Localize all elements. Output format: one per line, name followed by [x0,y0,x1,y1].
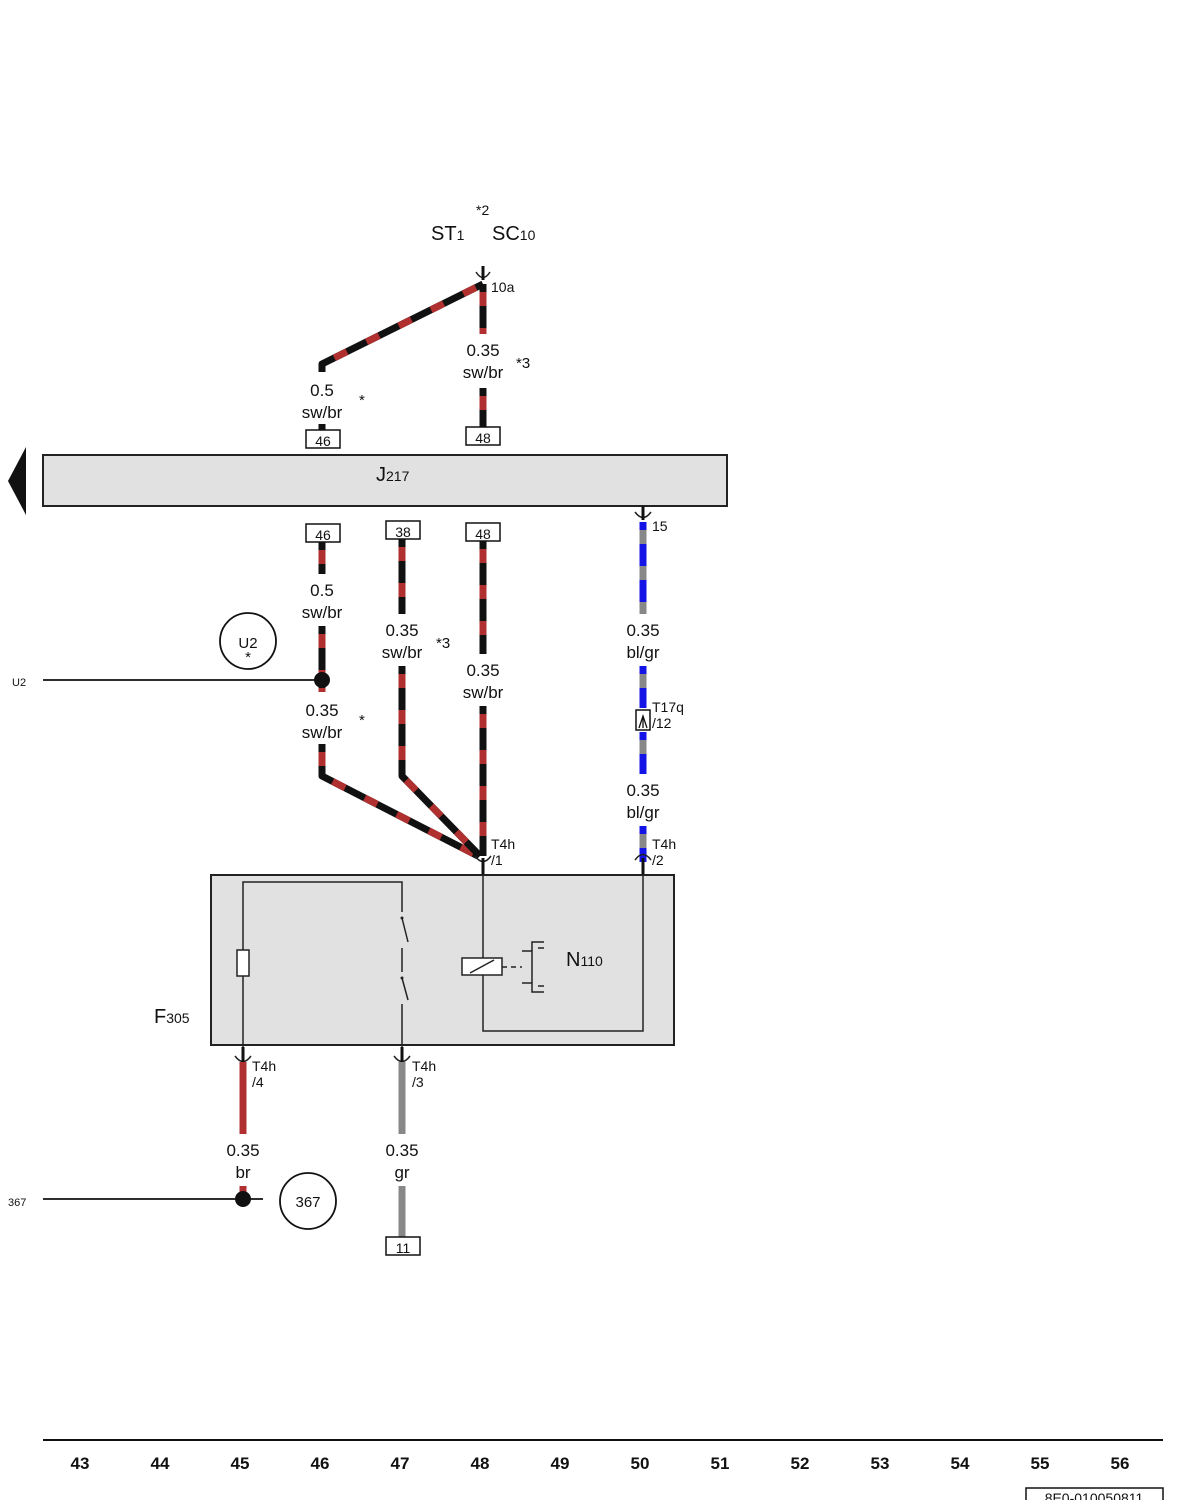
wire-w7-lower-stripe [318,744,480,860]
column-number: 49 [551,1454,570,1473]
column-number: 50 [631,1454,650,1473]
wire-w1-color: sw/br [302,403,343,422]
t17q-pin: /12 [652,715,672,731]
column-numbers: 43 44 45 46 47 48 49 50 51 52 53 54 55 56 [71,1454,1130,1473]
wire-w2-note: *3 [516,355,530,372]
doc-number-box [1025,1487,1164,1500]
connector-t17q-icon [635,709,651,731]
terminal-11 [385,1236,421,1256]
connector-t4h-1-icon [474,855,492,874]
continuation-arrow-icon [8,447,26,515]
doc-number: 8E0-010050811 [1045,1490,1144,1500]
wire-w1-size: 0.5 [310,381,334,400]
t4h-2-pin: /2 [652,852,664,868]
connector-t4h-2-icon [634,853,652,874]
coil-return-wire [482,874,644,1032]
terminal-top-46-label: 46 [315,433,331,449]
t4h-1-pin: /1 [491,852,503,868]
pin-10a: 10a [491,279,515,295]
t4h-4-label: T4h [252,1058,276,1074]
column-number: 46 [311,1454,330,1473]
wire-w7-color: sw/br [302,723,343,742]
wire-w5-color: sw/br [463,683,504,702]
t4h-4-pin: /4 [252,1074,264,1090]
splice-367-dot [235,1191,251,1207]
j217-unit [42,454,728,507]
wire-w3-size: 0.5 [310,581,334,600]
switch-contact-upper-icon [401,917,409,943]
wire-w2-color: sw/br [463,363,504,382]
column-number: 52 [791,1454,810,1473]
wire-w8-size: 0.35 [626,781,659,800]
wire-w4-lower [398,666,483,859]
n110-label: N110 [566,949,603,971]
f305-label: F305 [154,1006,190,1028]
t4h-1-label: T4h [491,836,515,852]
wire-w9-color: br [235,1163,250,1182]
wire-w4-note: *3 [436,635,450,652]
column-number: 43 [71,1454,90,1473]
solenoid-icon [531,941,544,993]
terminal-bot-48-label: 48 [475,526,491,542]
t4h-3-label: T4h [412,1058,436,1074]
u2-note: * [245,649,251,666]
wire-w2-size: 0.35 [466,341,499,360]
column-number: 47 [391,1454,410,1473]
wire-w7-size: 0.35 [305,701,338,720]
wire-w4-size: 0.35 [385,621,418,640]
label-st1: ST1 [431,223,465,245]
ground-circle [279,1172,337,1230]
t17q-label: T17q [652,699,684,715]
wire-w7-note: * [359,712,365,729]
wire-w4-color: sw/br [382,643,423,662]
wire-w10-size: 0.35 [385,1141,418,1160]
wire-w1 [318,280,485,372]
label-sc10: SC10 [492,223,536,245]
column-number: 51 [711,1454,730,1473]
wire-w1-note: * [359,392,365,409]
ground-circle-label: 367 [295,1194,320,1211]
u2-circle-label: U2 [238,635,257,652]
connector-15-icon [634,506,652,520]
note-2: *2 [476,202,489,218]
wire-w6-size: 0.35 [626,621,659,640]
connector-t4h-3-icon [393,1047,411,1063]
column-number: 56 [1111,1454,1130,1473]
u2-ref: U2 [12,677,26,689]
column-number: 53 [871,1454,890,1473]
wire-w3-color: sw/br [302,603,343,622]
terminal-bot-46-label: 46 [315,527,331,543]
ground-ref: 367 [8,1197,26,1209]
terminal-top-48 [465,426,501,446]
wire-w6-color: bl/gr [626,643,659,662]
wire-w10-color: gr [394,1163,409,1182]
wire-w5-size: 0.35 [466,661,499,680]
terminal-11-label: 11 [396,1240,411,1256]
column-number: 48 [471,1454,490,1473]
wire-w9-size: 0.35 [226,1141,259,1160]
terminal-bot-38-label: 38 [395,524,411,540]
column-number: 54 [951,1454,970,1473]
column-number: 44 [151,1454,170,1473]
resistor-icon [236,949,250,977]
f305-unit [210,874,675,1046]
switch-contact-lower-icon [401,977,409,1001]
t4h-3-pin: /3 [412,1074,424,1090]
column-number: 45 [231,1454,250,1473]
u2-circle [219,612,277,670]
terminal-top-48-label: 48 [475,430,491,446]
wire-w8-color: bl/gr [626,803,659,822]
t4h-2-label: T4h [652,836,676,852]
connector-t4h-4-icon [234,1047,252,1063]
j217-label: J217 [376,464,410,486]
column-number: 55 [1031,1454,1050,1473]
pin-15: 15 [652,518,668,534]
connector-10a-icon [475,266,491,280]
terminal-top-46 [305,429,341,449]
